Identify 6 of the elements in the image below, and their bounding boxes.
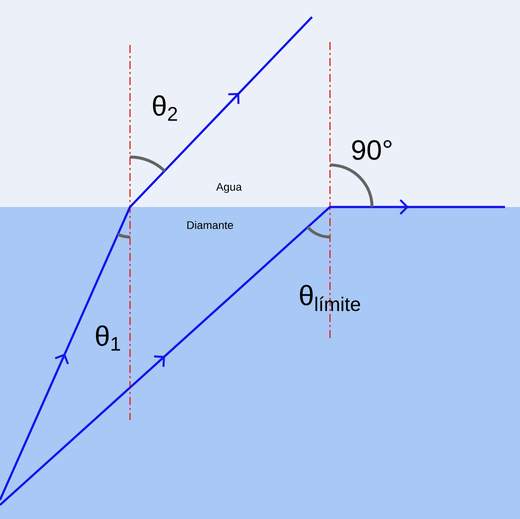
angle-label: θ$_{1}$ [96, 325, 120, 351]
angle-label: Agua [216, 183, 242, 193]
angle-label: Diamante [187, 220, 234, 230]
angle-label: θ$_{límite}$ [300, 284, 360, 312]
angle-label: 90° [352, 140, 392, 160]
angle-label: θ$_{2}$ [152, 95, 177, 121]
